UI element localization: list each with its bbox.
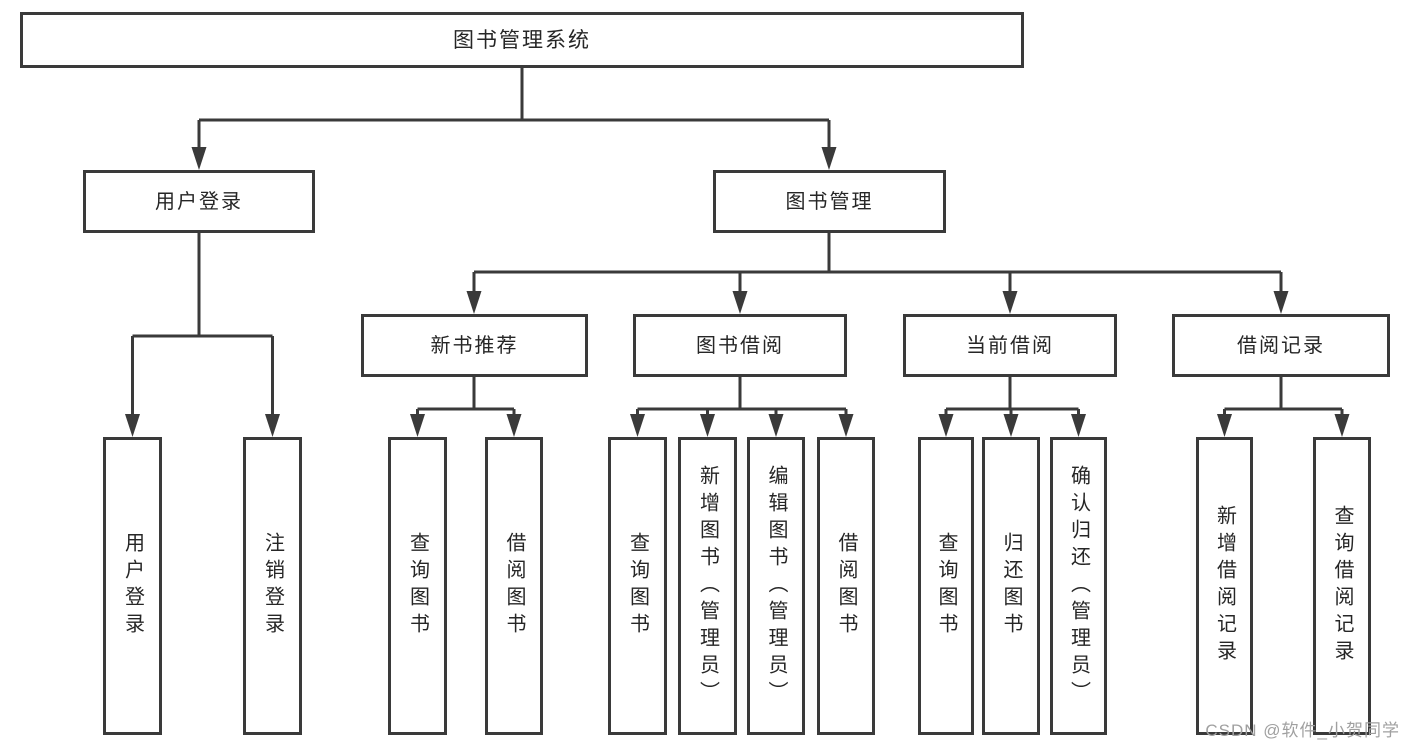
leaf-return-books: 归还图书 (982, 437, 1040, 735)
leaf-user-login: 用户登录 (103, 437, 162, 735)
node-user-login: 用户登录 (83, 170, 315, 233)
node-book-management: 图书管理 (713, 170, 946, 233)
node-book-borrowing: 图书借阅 (633, 314, 847, 377)
leaf-add-books-admin: 新增图书（管理员） (678, 437, 737, 735)
node-current-borrowing: 当前借阅 (903, 314, 1117, 377)
leaf-query-borrow-record: 查询借阅记录 (1313, 437, 1371, 735)
leaf-query-books-borrowing: 查询图书 (608, 437, 667, 735)
arrowhead-icons (125, 147, 1350, 437)
leaf-query-books-current: 查询图书 (918, 437, 974, 735)
node-new-book-recommendation: 新书推荐 (361, 314, 588, 377)
leaf-logout: 注销登录 (243, 437, 302, 735)
node-library-management-system: 图书管理系统 (20, 12, 1024, 68)
leaf-borrow-books: 借阅图书 (817, 437, 875, 735)
leaf-confirm-return-admin: 确认归还（管理员） (1050, 437, 1107, 735)
leaf-query-books-recommend: 查询图书 (388, 437, 447, 735)
leaf-borrow-books-recommend: 借阅图书 (485, 437, 543, 735)
watermark: CSDN @软件_小贺同学 (1205, 721, 1400, 740)
node-borrowing-records: 借阅记录 (1172, 314, 1390, 377)
leaf-add-borrow-record: 新增借阅记录 (1196, 437, 1253, 735)
leaf-edit-books-admin: 编辑图书（管理员） (747, 437, 805, 735)
